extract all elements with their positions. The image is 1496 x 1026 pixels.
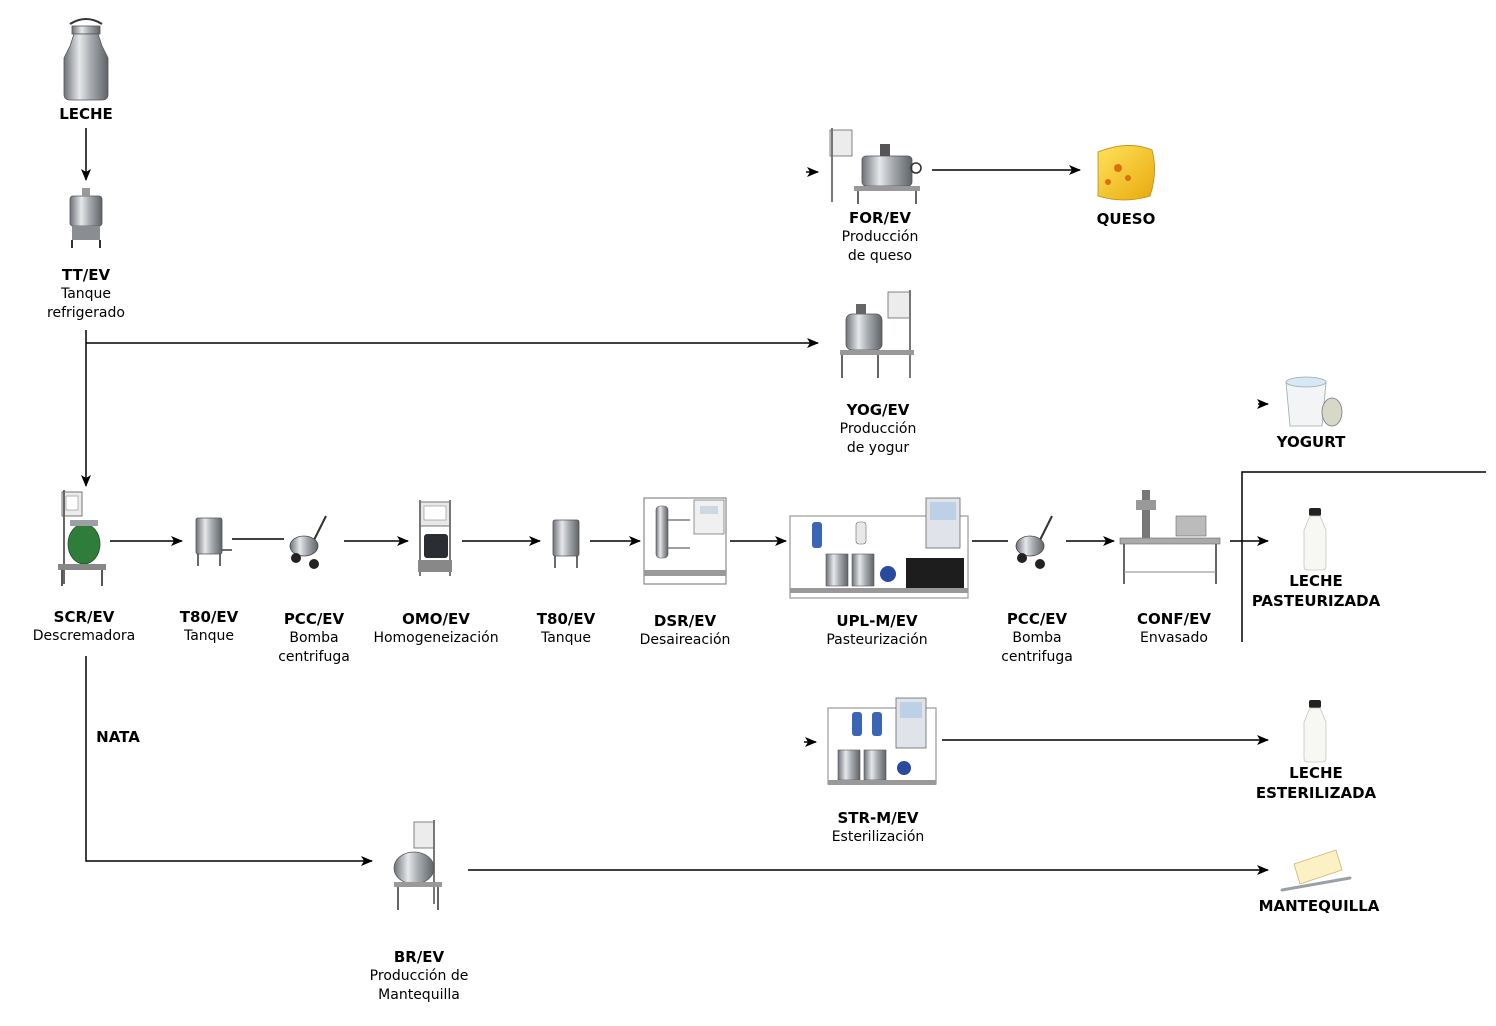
nata-text: NATA — [96, 728, 140, 746]
conf-desc: Envasado — [1140, 630, 1208, 646]
mantequilla-label: MANTEQUILLA — [1259, 896, 1380, 916]
for-desc-2: de queso — [847, 248, 913, 264]
br-label: BR/EV Producción de Mantequilla — [370, 948, 469, 1005]
nata-label: NATA — [96, 727, 140, 747]
str-desc: Esterilización — [831, 829, 925, 845]
centrifugal-pump-icon-2 — [1015, 515, 1053, 569]
esterilizada-label: LECHE ESTERILIZADA — [1256, 763, 1376, 803]
yogurt-label: YOGURT — [1277, 432, 1346, 452]
milk-can-icon — [63, 18, 109, 101]
refrigerated-tank-icon — [69, 188, 103, 248]
tt-code: TT/EV — [61, 266, 111, 284]
pcc2-desc-2: centrifuga — [1001, 649, 1073, 665]
dsr-label: DSR/EV Desaireación — [640, 612, 731, 650]
yog-label: YOG/EV Producción de yogur — [840, 401, 917, 458]
br-desc-1: Producción de — [369, 968, 469, 984]
line-distribution — [1241, 471, 1486, 642]
pasteurizada-line-2: PASTEURIZADA — [1251, 592, 1381, 610]
queso-text: QUESO — [1096, 210, 1156, 228]
raw-milk-label: LECHE — [59, 104, 113, 124]
tt-label: TT/EV Tanque refrigerado — [47, 266, 125, 323]
for-label: FOR/EV Producción de queso — [842, 209, 919, 266]
yogurt-unit-icon — [840, 290, 914, 378]
pcc2-label: PCC/EV Bomba centrifuga — [1001, 610, 1073, 667]
esterilizada-line-2: ESTERILIZADA — [1255, 784, 1377, 802]
dsr-code: DSR/EV — [653, 612, 717, 630]
t80a-code: T80/EV — [179, 608, 239, 626]
omo-label: OMO/EV Homogeneización — [373, 610, 498, 648]
tank-icon-1 — [195, 517, 232, 566]
cheese-icon — [1097, 145, 1155, 201]
t80b-code: T80/EV — [536, 610, 596, 628]
pcc1-code: PCC/EV — [283, 610, 345, 628]
filling-machine-icon — [1119, 490, 1221, 584]
str-code: STR-M/EV — [837, 809, 919, 827]
pcc2-code: PCC/EV — [1006, 610, 1068, 628]
yogurt-text: YOGURT — [1276, 433, 1346, 451]
dsr-desc: Desaireación — [639, 632, 731, 648]
tank-icon-2 — [552, 519, 580, 568]
pasteurizada-label: LECHE PASTEURIZADA — [1252, 571, 1380, 611]
t80a-label: T80/EV Tanque — [180, 608, 238, 646]
pcc1-label: PCC/EV Bomba centrifuga — [278, 610, 350, 667]
pcc1-desc-2: centrifuga — [278, 649, 350, 665]
milk-bottle-icon-2 — [1303, 700, 1327, 763]
omo-desc: Homogeneización — [373, 630, 499, 646]
br-desc-2: Mantequilla — [378, 987, 460, 1003]
tt-desc-1: Tanque — [60, 286, 112, 302]
pcc1-desc-1: Bomba — [289, 630, 339, 646]
pcc2-desc-1: Bomba — [1012, 630, 1062, 646]
cream-separator-icon — [58, 490, 106, 586]
str-label: STR-M/EV Esterilización — [832, 809, 925, 847]
raw-milk-text: LECHE — [59, 105, 113, 123]
milk-bottle-icon-1 — [1303, 508, 1327, 571]
t80b-desc: Tanque — [540, 630, 592, 646]
pasteurizada-line-1: LECHE — [1289, 572, 1343, 590]
omo-code: OMO/EV — [402, 610, 470, 628]
scr-code: SCR/EV — [53, 608, 115, 626]
esterilizada-line-1: LECHE — [1289, 764, 1343, 782]
centrifugal-pump-icon-1 — [289, 515, 327, 569]
queso-label: QUESO — [1097, 209, 1156, 229]
deaerator-icon — [643, 497, 727, 585]
for-desc-1: Producción — [841, 229, 919, 245]
upl-code: UPL-M/EV — [836, 612, 918, 630]
scr-desc: Descremadora — [32, 628, 136, 644]
yog-code: YOG/EV — [846, 401, 910, 419]
sterilizer-icon — [827, 697, 937, 785]
mantequilla-text: MANTEQUILLA — [1258, 897, 1380, 915]
t80b-label: T80/EV Tanque — [537, 610, 595, 648]
butter-churn-icon — [393, 820, 442, 910]
for-code: FOR/EV — [849, 209, 911, 227]
conf-code: CONF/EV — [1137, 610, 1211, 628]
cheese-vat-icon — [829, 128, 922, 204]
arrow-nata-br — [85, 656, 373, 866]
tt-desc-2: refrigerado — [47, 305, 125, 321]
conf-label: CONF/EV Envasado — [1137, 610, 1211, 648]
yog-desc-2: de yogur — [846, 440, 910, 456]
scr-label: SCR/EV Descremadora — [33, 608, 135, 646]
butter-icon — [1280, 849, 1352, 892]
upl-label: UPL-M/EV Pasteurización — [826, 612, 927, 650]
pasteurizer-icon — [789, 497, 969, 599]
t80a-desc: Tanque — [183, 628, 235, 644]
yogurt-cup-icon — [1285, 376, 1343, 427]
homogenizer-icon — [418, 500, 452, 576]
upl-desc: Pasteurización — [826, 632, 928, 648]
yog-desc-1: Producción — [839, 421, 917, 437]
br-code: BR/EV — [393, 948, 445, 966]
